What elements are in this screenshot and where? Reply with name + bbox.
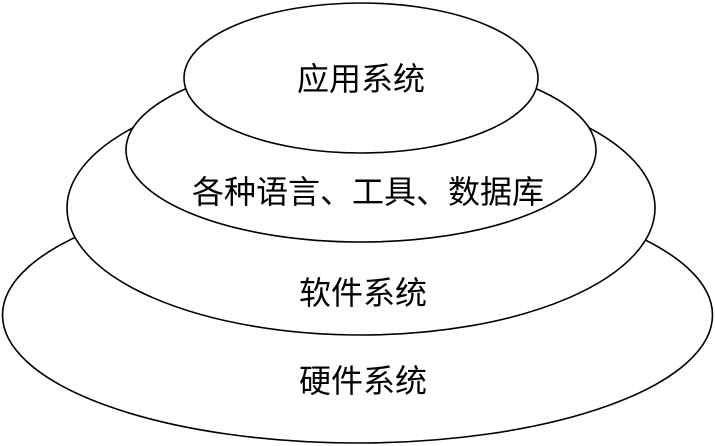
application-layer-label: 应用系统 — [297, 60, 425, 98]
tools-layer-label: 各种语言、工具、数据库 — [192, 173, 544, 211]
hardware-layer-label: 硬件系统 — [299, 362, 427, 400]
software-layer-label: 软件系统 — [299, 274, 427, 312]
application-layer-ellipse — [183, 2, 539, 154]
